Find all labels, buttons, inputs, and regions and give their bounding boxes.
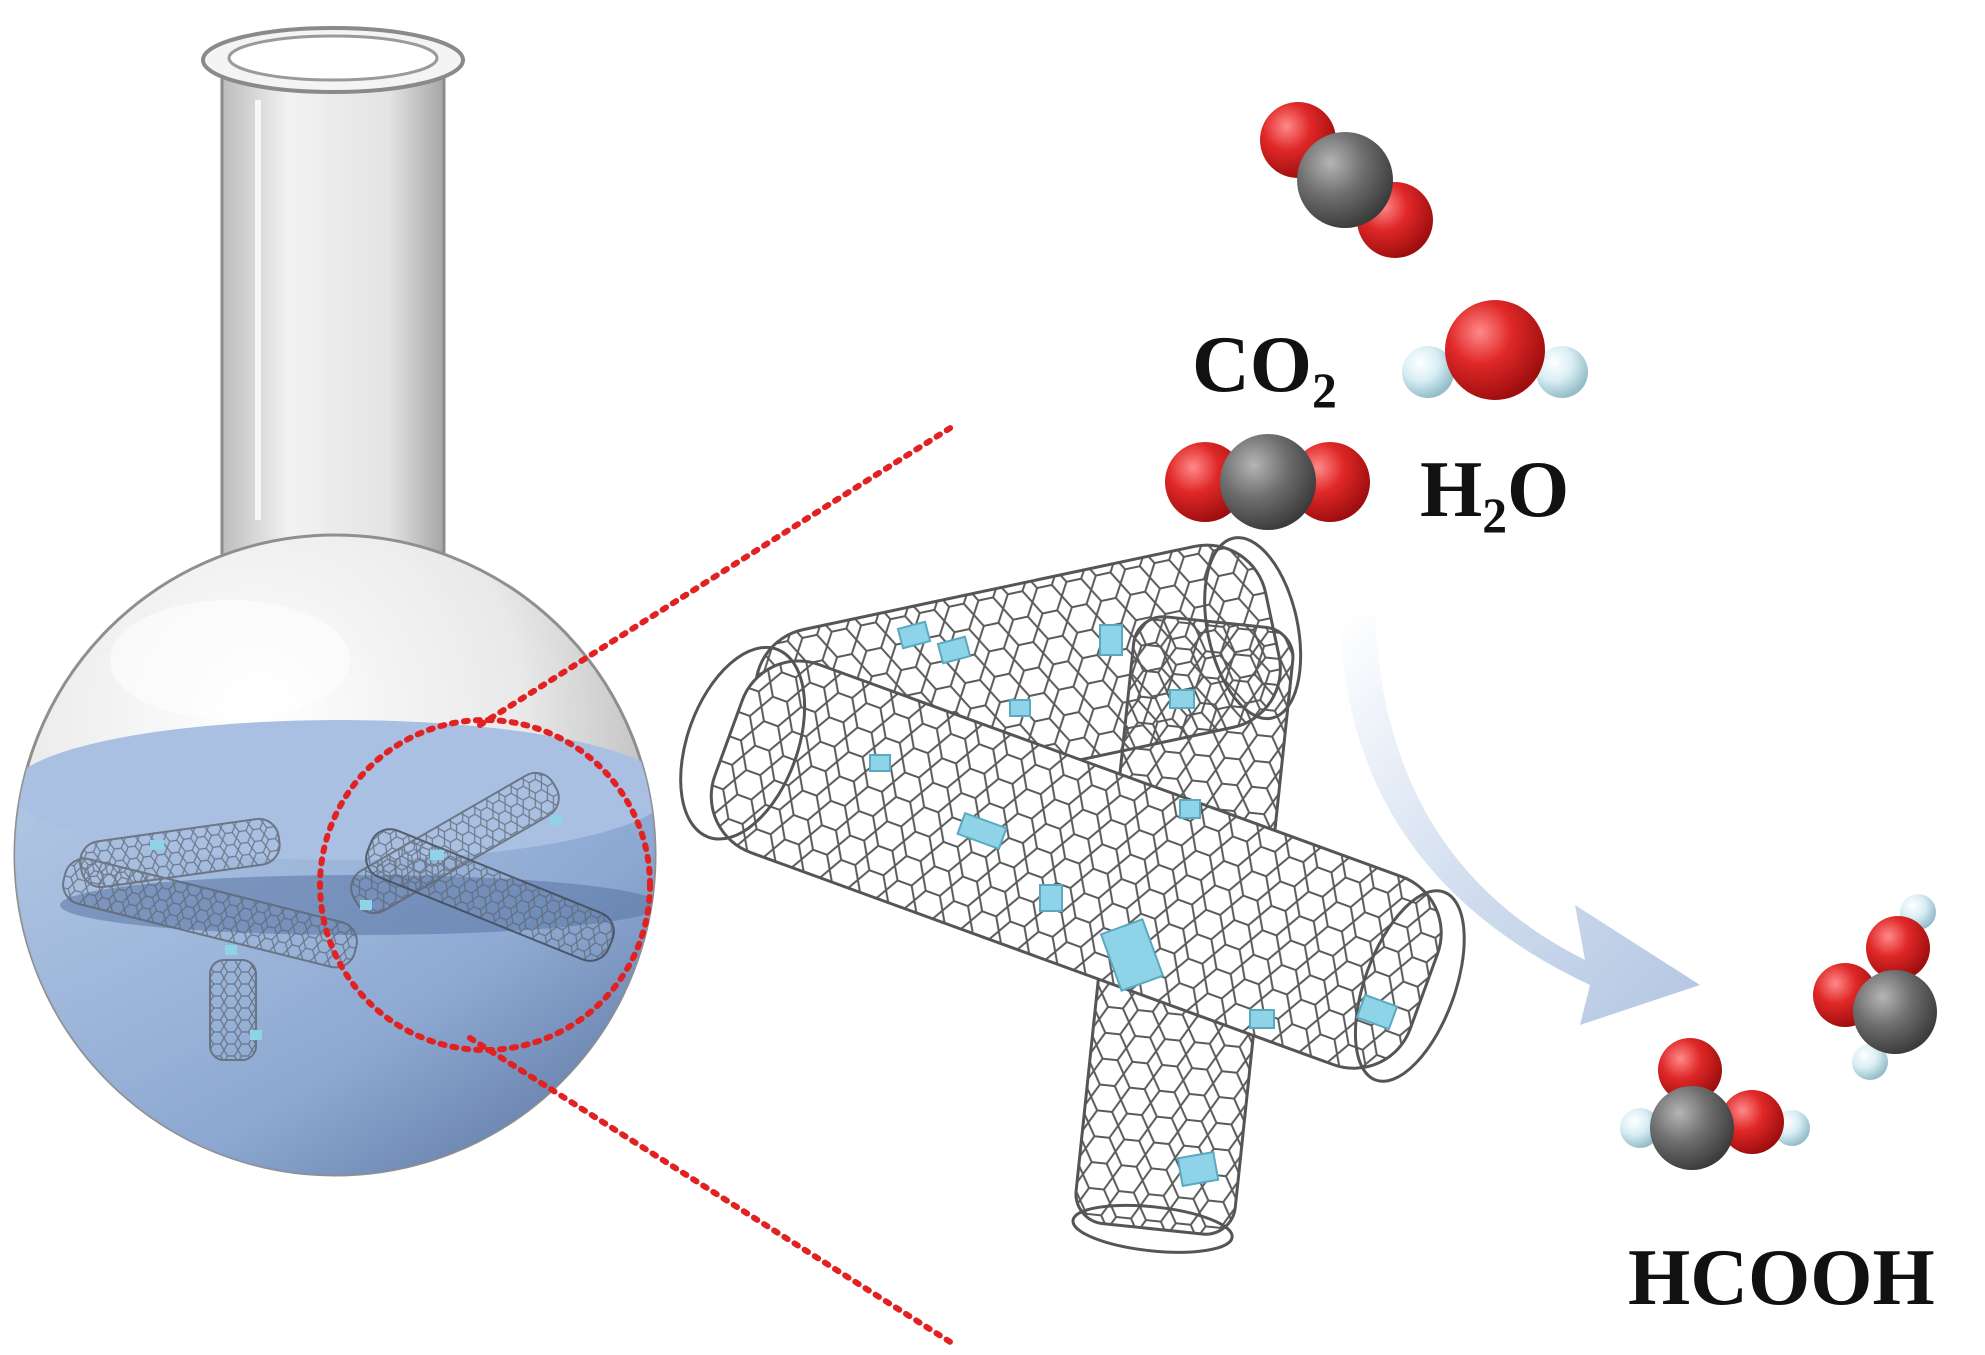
carbon-nanotube-icon [679, 536, 1466, 1254]
h2o-label: H2O [1420, 450, 1569, 540]
dotted-zoom-circle-icon [317, 422, 958, 1348]
hcooh-label: HCOOH [1628, 1234, 1935, 1322]
co2-label-subscript: 2 [1312, 362, 1337, 418]
co2-molecule-icon [1165, 434, 1370, 530]
h2o-label-pre: H [1420, 446, 1483, 534]
co2-label: CO2 [1192, 325, 1337, 415]
co2-molecule-icon [1260, 102, 1433, 258]
h2o-label-post: O [1507, 446, 1570, 534]
formic-acid-molecule-icon [1813, 894, 1937, 1080]
water-molecule-icon [1402, 300, 1588, 400]
formic-acid-molecule-icon [1620, 1038, 1810, 1170]
curved-arrow-icon [1340, 615, 1700, 1025]
round-bottom-flask-icon [13, 26, 657, 1177]
co2-label-main: CO [1192, 321, 1312, 409]
h2o-label-subscript: 2 [1482, 487, 1508, 543]
